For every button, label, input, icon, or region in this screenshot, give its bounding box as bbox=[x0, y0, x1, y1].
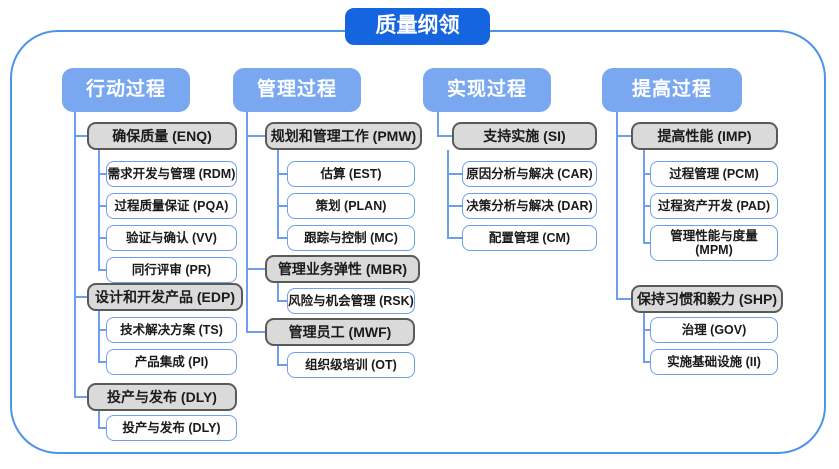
connector-line bbox=[643, 313, 645, 362]
connector-line bbox=[643, 361, 650, 363]
group-mwf: 管理员工 (MWF) bbox=[265, 318, 415, 346]
connector-line bbox=[643, 205, 650, 207]
connector-line bbox=[98, 361, 106, 363]
column-header-realization-process: 实现过程 bbox=[423, 68, 551, 112]
node-rsk: 风险与机会管理 (RSK) bbox=[287, 288, 415, 314]
group-shp: 保持习惯和毅力 (SHP) bbox=[631, 285, 783, 313]
connector-line bbox=[246, 331, 265, 333]
diagram-title: 质量纲领 bbox=[345, 8, 490, 45]
connector-line bbox=[616, 135, 631, 137]
connector-line bbox=[277, 346, 279, 365]
connector-line bbox=[277, 364, 287, 366]
node-pi: 产品集成 (PI) bbox=[106, 349, 237, 375]
group-dly: 投产与发布 (DLY) bbox=[87, 383, 237, 411]
connector-line bbox=[74, 112, 76, 397]
group-enq: 确保质量 (ENQ) bbox=[87, 122, 237, 150]
node-mpm: 管理性能与度量 (MPM) bbox=[650, 225, 778, 261]
node-car: 原因分析与解决 (CAR) bbox=[462, 161, 597, 187]
node-mc: 跟踪与控制 (MC) bbox=[287, 225, 415, 251]
node-pr: 同行评审 (PR) bbox=[106, 257, 237, 283]
connector-line bbox=[246, 135, 265, 137]
connector-line bbox=[437, 135, 452, 137]
connector-line bbox=[98, 311, 100, 362]
connector-line bbox=[616, 298, 631, 300]
connector-line bbox=[616, 112, 618, 299]
connector-line bbox=[98, 237, 106, 239]
node-pqa: 过程质量保证 (PQA) bbox=[106, 193, 237, 219]
connector-line bbox=[98, 269, 106, 271]
connector-line bbox=[98, 173, 106, 175]
column-header-action-process: 行动过程 bbox=[62, 68, 190, 112]
group-mbr: 管理业务弹性 (MBR) bbox=[265, 255, 420, 283]
node-ot: 组织级培训 (OT) bbox=[287, 352, 415, 378]
connector-line bbox=[246, 268, 265, 270]
node-pad: 过程资产开发 (PAD) bbox=[650, 193, 778, 219]
connector-line bbox=[277, 300, 287, 302]
connector-line bbox=[437, 112, 439, 136]
connector-line bbox=[643, 150, 645, 243]
node-gov: 治理 (GOV) bbox=[650, 317, 778, 343]
node-pcm: 过程管理 (PCM) bbox=[650, 161, 778, 187]
connector-line bbox=[277, 173, 287, 175]
connector-line bbox=[74, 135, 87, 137]
connector-line bbox=[447, 205, 462, 207]
node-vv: 验证与确认 (VV) bbox=[106, 225, 237, 251]
node-ts: 技术解决方案 (TS) bbox=[106, 317, 237, 343]
node-plan: 策划 (PLAN) bbox=[287, 193, 415, 219]
column-header-management-process: 管理过程 bbox=[233, 68, 361, 112]
connector-line bbox=[277, 283, 279, 301]
connector-line bbox=[98, 205, 106, 207]
connector-line bbox=[98, 150, 100, 270]
node-cm: 配置管理 (CM) bbox=[462, 225, 597, 251]
connector-line bbox=[447, 237, 462, 239]
connector-line bbox=[98, 329, 106, 331]
node-ii: 实施基础设施 (II) bbox=[650, 349, 778, 375]
connector-line bbox=[277, 150, 279, 238]
connector-line bbox=[643, 329, 650, 331]
group-si: 支持实施 (SI) bbox=[452, 122, 597, 150]
connector-line bbox=[447, 150, 449, 238]
connector-line bbox=[277, 205, 287, 207]
connector-line bbox=[447, 173, 462, 175]
node-rdm: 需求开发与管理 (RDM) bbox=[106, 161, 237, 187]
group-pmw: 规划和管理工作 (PMW) bbox=[265, 122, 422, 150]
connector-line bbox=[277, 237, 287, 239]
node-est: 估算 (EST) bbox=[287, 161, 415, 187]
node-dly-child: 投产与发布 (DLY) bbox=[106, 415, 237, 441]
node-dar: 决策分析与解决 (DAR) bbox=[462, 193, 597, 219]
connector-line bbox=[643, 242, 650, 244]
connector-line bbox=[643, 173, 650, 175]
group-imp: 提高性能 (IMP) bbox=[631, 122, 778, 150]
connector-line bbox=[98, 411, 100, 428]
group-edp: 设计和开发产品 (EDP) bbox=[87, 283, 243, 311]
connector-line bbox=[246, 112, 248, 332]
connector-line bbox=[74, 296, 87, 298]
connector-line bbox=[98, 427, 106, 429]
connector-line bbox=[74, 396, 87, 398]
column-header-improvement-process: 提高过程 bbox=[602, 68, 742, 112]
